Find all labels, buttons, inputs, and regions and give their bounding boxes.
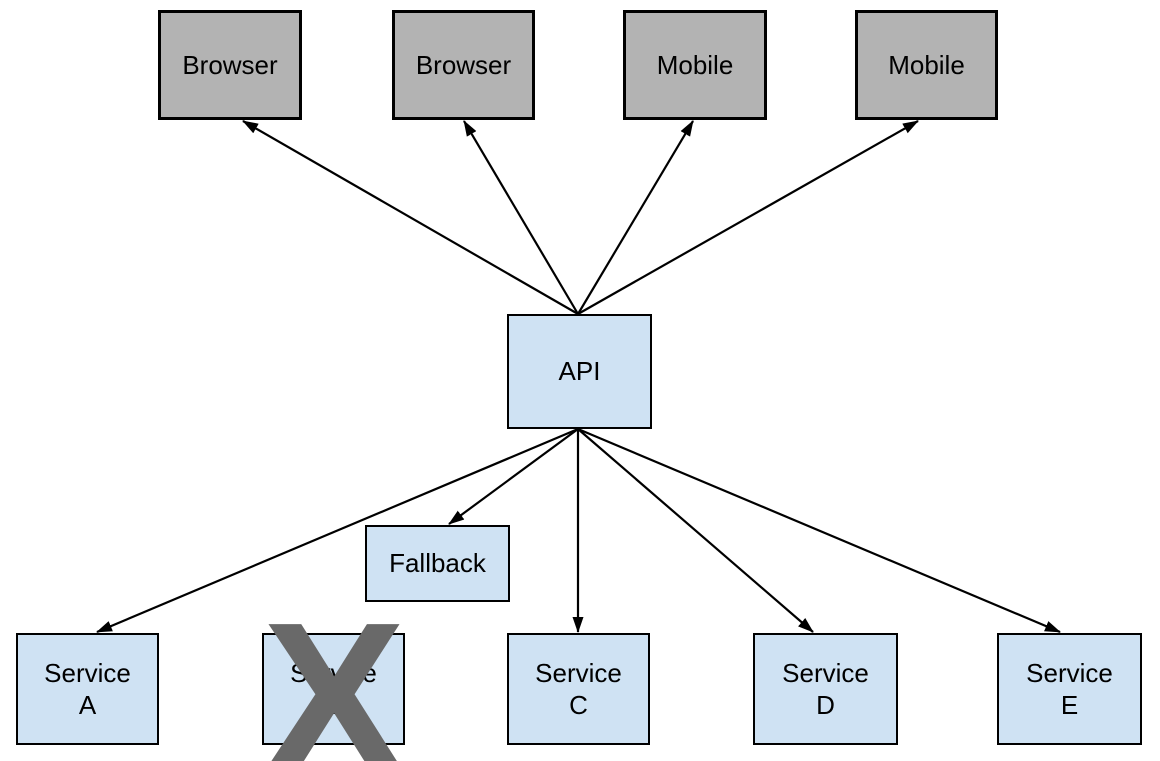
node-browser-1: Browser (158, 10, 302, 120)
node-service-c: Service C (507, 633, 650, 745)
node-label: API (558, 356, 601, 387)
node-mobile-2: Mobile (855, 10, 998, 120)
arrow-api-to-service-e (577, 427, 1061, 634)
node-label: Service E (1026, 657, 1113, 722)
arrow-api-to-service-d (577, 428, 814, 633)
node-label-line2: A (78, 690, 97, 720)
node-label-line1: Service (535, 657, 622, 688)
node-service-a: Service A (16, 633, 159, 745)
node-mobile-1: Mobile (623, 10, 767, 120)
node-label-line2: D (816, 690, 835, 720)
node-label-line2: C (569, 690, 588, 720)
arrow-api-to-browser-1 (242, 120, 579, 315)
arrow-api-to-mobile-1 (577, 120, 694, 315)
node-label: Mobile (656, 49, 734, 80)
node-label: Service B (290, 657, 377, 722)
node-label-line1: Service (290, 657, 377, 688)
node-label-line1: Service (1026, 657, 1113, 688)
arrow-api-to-browser-2 (463, 120, 579, 315)
node-label-line1: Service (44, 657, 131, 688)
arrow-api-to-fallback (448, 428, 579, 525)
node-label-line2: B (324, 690, 343, 720)
node-fallback: Fallback (365, 525, 510, 602)
arrow-api-to-mobile-2 (577, 120, 919, 315)
node-service-d: Service D (753, 633, 898, 745)
node-label: Service A (44, 657, 131, 722)
node-service-b: Service B (262, 633, 405, 745)
node-label: Browser (182, 49, 278, 80)
node-browser-2: Browser (392, 10, 535, 120)
node-label: Browser (415, 49, 512, 80)
node-label-line2: E (1060, 690, 1079, 720)
node-service-e: Service E (997, 633, 1142, 745)
node-label-line1: Service (782, 657, 869, 688)
node-label: Fallback (389, 548, 486, 579)
node-label: Service C (535, 657, 622, 722)
node-label: Mobile (888, 49, 965, 80)
node-api: API (507, 314, 652, 429)
node-label: Service D (782, 657, 869, 722)
